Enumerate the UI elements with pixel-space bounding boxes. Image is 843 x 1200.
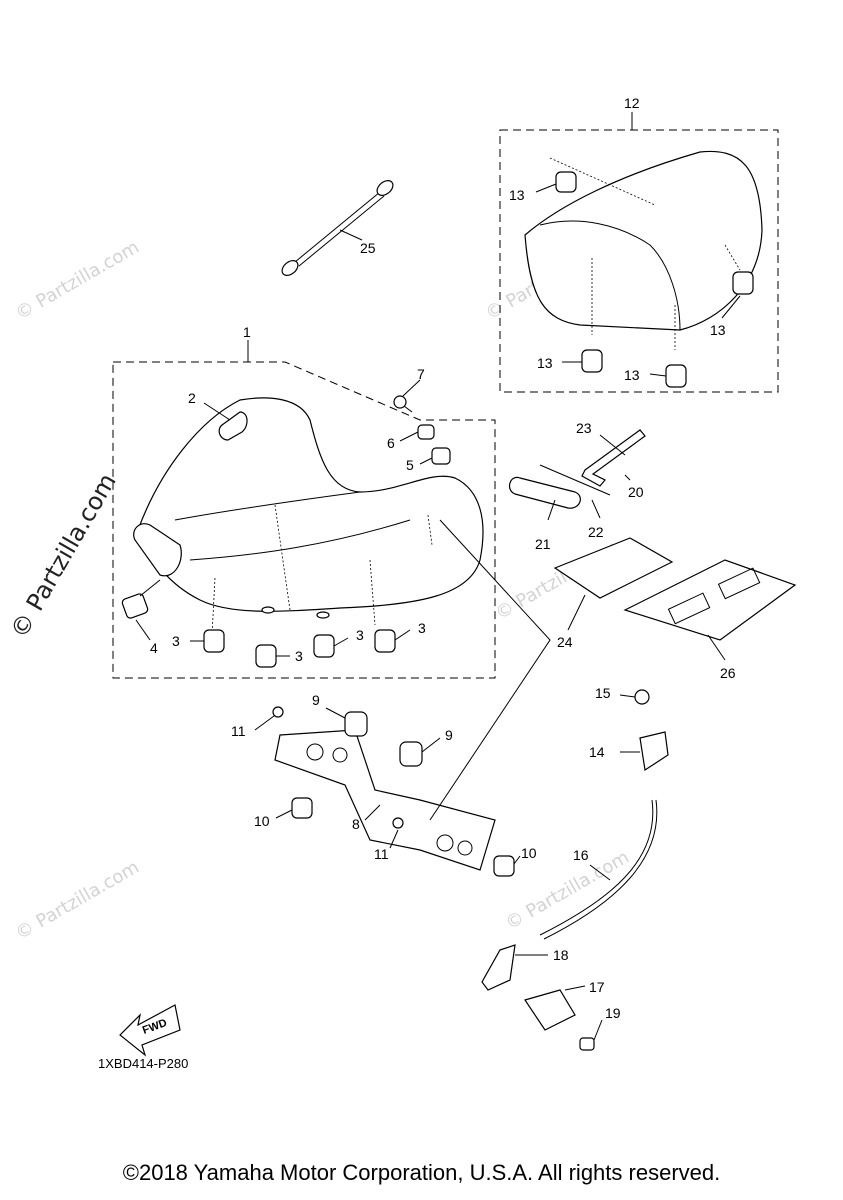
seat-hook bbox=[133, 523, 182, 577]
callout-24: 24 bbox=[557, 634, 573, 650]
callout-12: 12 bbox=[624, 95, 640, 111]
seat-screw-7 bbox=[393, 395, 413, 413]
seat-lock-group bbox=[481, 689, 669, 1051]
tool-bag-24 bbox=[553, 537, 674, 599]
passenger-seat-damper-13 bbox=[665, 364, 687, 388]
damper-10 bbox=[493, 855, 515, 877]
callout-17: 17 bbox=[589, 979, 605, 995]
seat-collar-5 bbox=[431, 447, 451, 465]
passenger-seat-damper-13 bbox=[581, 349, 603, 373]
watermark-large: © Partzilla.com bbox=[5, 469, 122, 643]
passenger-seat-damper-13 bbox=[555, 171, 577, 193]
watermark: © Partzilla.com bbox=[12, 857, 143, 945]
callout-11: 11 bbox=[374, 846, 389, 862]
callout-9: 9 bbox=[445, 727, 453, 743]
damper-9 bbox=[344, 711, 368, 737]
callout-3: 3 bbox=[356, 627, 364, 643]
seat-damper-3 bbox=[203, 629, 396, 668]
passenger-seat-group bbox=[499, 112, 779, 393]
callouts: 1 2 3 3 3 3 4 5 6 7 8 9 9 10 10 11 11 12… bbox=[150, 95, 736, 1021]
callout-8: 8 bbox=[352, 816, 360, 832]
bracket-14 bbox=[639, 731, 669, 772]
callout-15: 15 bbox=[595, 685, 611, 701]
callout-21: 21 bbox=[535, 536, 551, 552]
group-outline-passenger-seat bbox=[499, 129, 779, 393]
callout-5: 5 bbox=[406, 457, 414, 473]
forward-arrow: FWD bbox=[119, 1004, 181, 1057]
callout-18: 18 bbox=[553, 947, 569, 963]
callout-7: 7 bbox=[417, 366, 425, 382]
callout-4: 4 bbox=[150, 640, 158, 656]
callout-25: 25 bbox=[360, 240, 376, 256]
damper-9 bbox=[399, 741, 423, 767]
callout-9: 9 bbox=[312, 692, 320, 708]
nut-15 bbox=[634, 689, 650, 705]
watermark: © Partzilla.com bbox=[12, 237, 143, 325]
callout-13: 13 bbox=[710, 322, 726, 338]
callout-3: 3 bbox=[295, 648, 303, 664]
callout-22: 22 bbox=[588, 524, 604, 540]
seat-bolt-4 bbox=[121, 579, 161, 619]
callout-16: 16 bbox=[573, 847, 589, 863]
wire-25 bbox=[281, 180, 394, 276]
seat-damper-2 bbox=[218, 411, 248, 441]
diagram-reference-code: 1XBD414-P280 bbox=[98, 1056, 188, 1071]
callout-2: 2 bbox=[188, 390, 196, 406]
callout-13: 13 bbox=[537, 355, 553, 371]
seat-bracket-8 bbox=[274, 729, 496, 871]
seat-washer-6 bbox=[417, 424, 435, 440]
callout-11: 11 bbox=[231, 723, 246, 739]
screw-11 bbox=[272, 706, 284, 718]
copyright-notice: ©2018 Yamaha Motor Corporation, U.S.A. A… bbox=[122, 1160, 721, 1185]
callout-3: 3 bbox=[418, 620, 426, 636]
callout-13: 13 bbox=[624, 367, 640, 383]
hex-wrench-20 bbox=[581, 429, 646, 487]
callout-10: 10 bbox=[521, 845, 537, 861]
callout-1: 1 bbox=[243, 324, 251, 340]
bracket-18 bbox=[481, 944, 516, 991]
handle-21 bbox=[508, 476, 581, 509]
callout-23: 23 bbox=[576, 420, 592, 436]
tool-kit bbox=[508, 429, 797, 641]
lock-17 bbox=[524, 989, 576, 1031]
rider-seat bbox=[137, 397, 484, 612]
callout-10: 10 bbox=[254, 813, 270, 829]
callout-26: 26 bbox=[720, 665, 736, 681]
cable-16 bbox=[539, 799, 654, 936]
callout-20: 20 bbox=[628, 484, 644, 500]
callout-3: 3 bbox=[172, 633, 180, 649]
owners-manual-26 bbox=[623, 559, 797, 641]
callout-13: 13 bbox=[509, 187, 525, 203]
seat-bracket-group bbox=[272, 706, 515, 877]
screwdriver-22 bbox=[539, 464, 611, 496]
damper-10 bbox=[291, 797, 313, 819]
seat-assembly-group bbox=[112, 340, 496, 679]
screw-11 bbox=[392, 817, 404, 829]
callout-14: 14 bbox=[589, 744, 605, 760]
callout-6: 6 bbox=[387, 435, 395, 451]
callout-19: 19 bbox=[605, 1005, 621, 1021]
passenger-seat-damper-13 bbox=[732, 271, 754, 295]
bolt-19 bbox=[579, 1037, 595, 1051]
group-outline-rider-seat bbox=[112, 361, 496, 679]
